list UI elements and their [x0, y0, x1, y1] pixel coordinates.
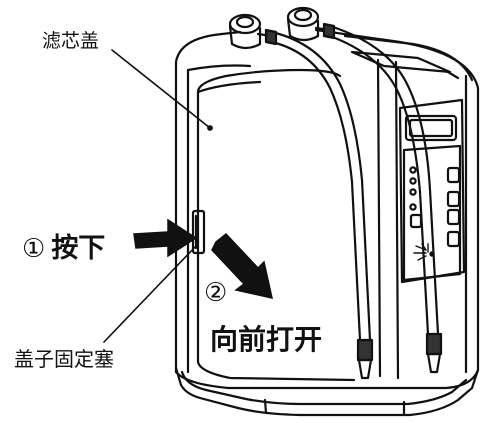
push-arrow-icon — [133, 218, 198, 258]
hose-right — [328, 24, 443, 374]
open-arrow-icon — [211, 232, 273, 299]
display-window — [404, 114, 458, 142]
hose-band-left — [264, 28, 278, 46]
step1-text: 按下 — [51, 233, 106, 264]
panel-button — [446, 208, 461, 226]
cover-plug-label: 盖子固定塞 — [14, 347, 114, 371]
indicator-light — [409, 166, 417, 174]
machine-body — [174, 28, 480, 390]
indicator-light — [409, 203, 417, 211]
panel-button — [446, 230, 461, 248]
hose-band-right — [322, 22, 336, 40]
machine-base — [174, 366, 480, 417]
hose-left — [270, 30, 374, 380]
step1-number: ① — [22, 234, 46, 264]
panel-button — [446, 166, 461, 184]
step2-number: ② — [204, 278, 228, 308]
leader-line-cover — [111, 49, 211, 129]
indicator-light — [409, 177, 417, 185]
cover-plug-latch — [191, 209, 206, 255]
filter-cover-label: 滤芯盖 — [42, 30, 100, 52]
indicator-light — [409, 188, 417, 196]
panel-button — [409, 213, 423, 229]
panel-button — [446, 190, 461, 208]
leader-line-plug — [103, 245, 197, 343]
step2-text: 向前打开 — [210, 323, 323, 356]
control-panel — [398, 98, 466, 284]
